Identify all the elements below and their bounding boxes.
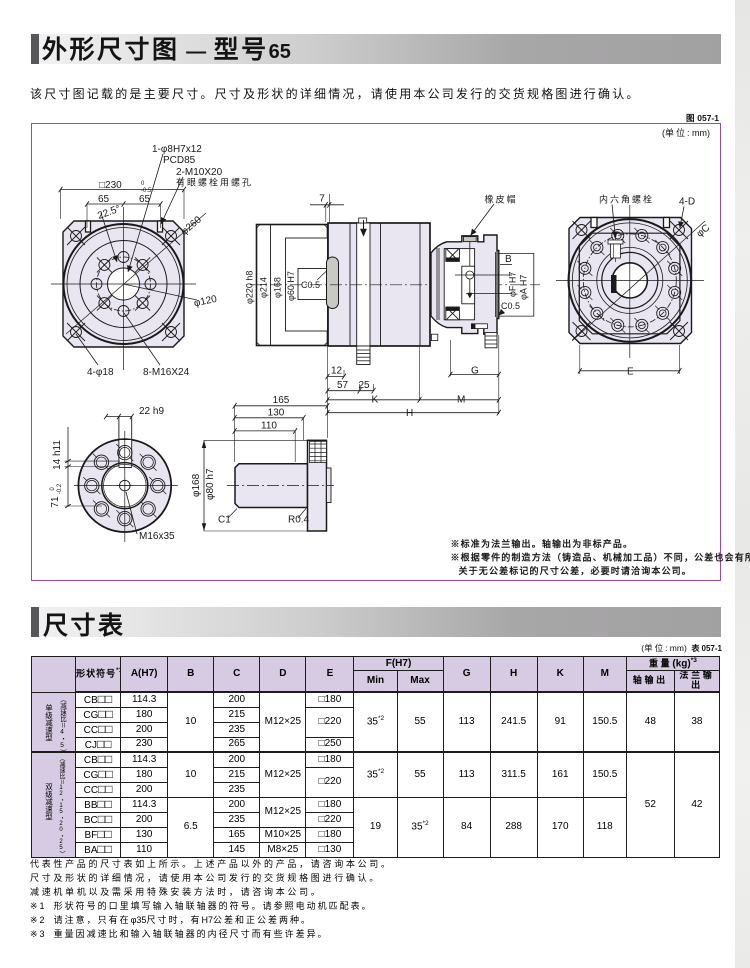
svg-text:H: H	[406, 408, 413, 419]
svg-text:φ220 h8: φ220 h8	[245, 271, 255, 304]
svg-text:φA H7: φA H7	[519, 275, 529, 300]
svg-text:-0.2: -0.2	[57, 483, 63, 494]
svg-text:4-φ18: 4-φ18	[87, 367, 114, 378]
svg-text:φ214: φ214	[259, 277, 269, 298]
svg-text:25: 25	[359, 380, 371, 391]
svg-text:0: 0	[141, 181, 145, 187]
svg-text:内六角螺栓: 内六角螺栓	[599, 194, 654, 205]
svg-text:φ60 H7: φ60 H7	[286, 271, 296, 301]
svg-text:65: 65	[139, 194, 151, 205]
svg-text:※标准为法兰输出。轴输出为非标产品。: ※标准为法兰输出。轴输出为非标产品。	[451, 538, 634, 549]
svg-text:φ80 h7: φ80 h7	[205, 468, 216, 500]
svg-text:4-D: 4-D	[679, 197, 695, 208]
svg-text:22 h9: 22 h9	[139, 406, 164, 417]
svg-text:71: 71	[50, 496, 61, 508]
svg-text:65: 65	[98, 194, 110, 205]
svg-text:C0.5: C0.5	[501, 301, 520, 311]
svg-text:R0.4: R0.4	[288, 515, 310, 526]
svg-text:PCD85: PCD85	[163, 155, 196, 166]
svg-text:14 h11: 14 h11	[52, 440, 63, 470]
svg-text:φ120: φ120	[193, 294, 218, 310]
svg-text:0: 0	[50, 487, 56, 491]
svg-text:E: E	[627, 367, 634, 378]
svg-text:165: 165	[273, 395, 290, 406]
svg-text:57: 57	[337, 380, 349, 391]
svg-text:2-M10X20: 2-M10X20	[176, 167, 223, 178]
svg-text:C1: C1	[218, 515, 231, 526]
svg-text:7: 7	[319, 194, 325, 205]
svg-text:橡皮帽: 橡皮帽	[485, 194, 518, 205]
svg-text:8-M16X24: 8-M16X24	[143, 367, 190, 378]
svg-text:关于无公差标记的尺寸公差，必要时请洽询本公司。: 关于无公差标记的尺寸公差，必要时请洽询本公司。	[459, 565, 692, 576]
svg-text:φ168: φ168	[273, 277, 283, 298]
svg-text:B: B	[505, 254, 512, 265]
svg-text:φF H7: φF H7	[508, 272, 518, 297]
svg-text:22.5°: 22.5°	[96, 203, 122, 221]
svg-text:130: 130	[268, 408, 285, 419]
svg-text:-0.5: -0.5	[141, 188, 152, 194]
svg-text:φC: φC	[695, 222, 713, 239]
svg-text:φ168: φ168	[191, 473, 202, 497]
svg-text:※根据零件的制造方法（铸造品、机械加工品）不同，公差也会有所: ※根据零件的制造方法（铸造品、机械加工品）不同，公差也会有所不同。	[451, 552, 750, 563]
svg-text:□230: □230	[99, 180, 122, 191]
svg-text:有眼螺栓用螺孔: 有眼螺栓用螺孔	[176, 177, 253, 188]
svg-text:12: 12	[331, 366, 343, 377]
svg-text:M16x35: M16x35	[139, 531, 175, 542]
svg-text:G: G	[471, 366, 479, 377]
svg-text:1-φ8H7x12: 1-φ8H7x12	[152, 144, 202, 155]
svg-text:110: 110	[261, 421, 277, 432]
